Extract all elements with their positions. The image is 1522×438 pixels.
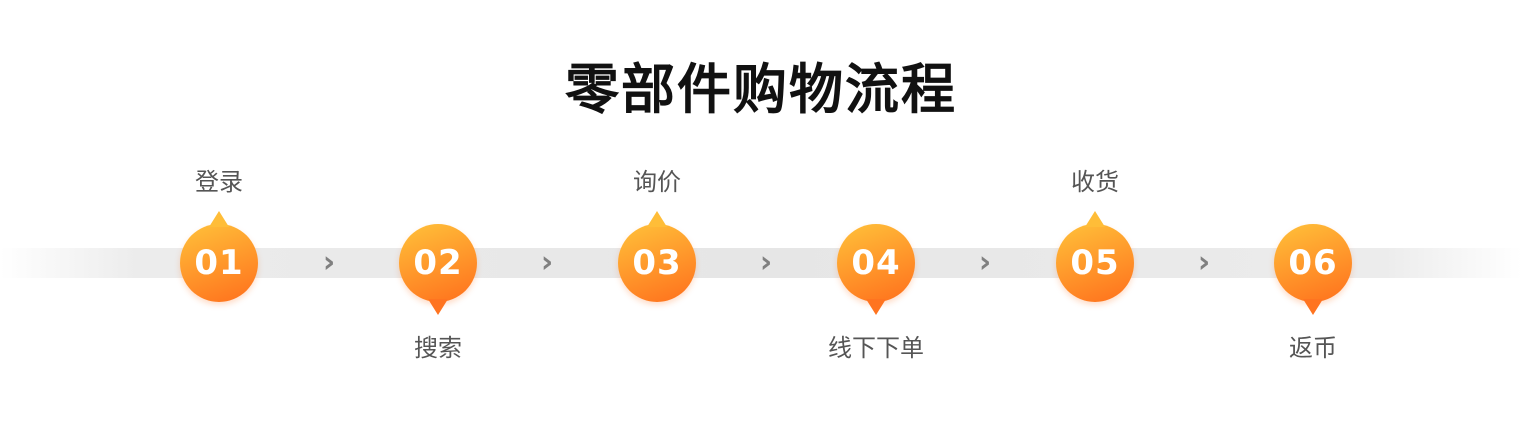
step-1-badge: 01 — [180, 211, 258, 302]
step-1-number: 01 — [194, 243, 244, 283]
step-3-number: 03 — [632, 243, 682, 283]
arrow-5-icon: › — [1197, 245, 1211, 280]
step-4-badge: 04 — [837, 224, 915, 315]
arrow-1-icon: › — [322, 245, 336, 280]
arrow-2-icon: › — [540, 245, 554, 280]
arrow-3-icon: › — [759, 245, 773, 280]
step-1-pointer-icon — [209, 211, 229, 227]
step-6-badge: 06 — [1274, 224, 1352, 315]
step-2-label: 搜索 — [414, 334, 462, 362]
step-3-label: 询价 — [633, 168, 681, 196]
step-3-badge: 03 — [618, 211, 696, 302]
page-title: 零部件购物流程 — [565, 58, 957, 121]
arrow-4-icon: › — [978, 245, 992, 280]
step-4-pointer-icon — [866, 299, 886, 315]
step-5-badge: 05 — [1056, 211, 1134, 302]
step-2-number: 02 — [413, 243, 463, 283]
step-2-badge: 02 — [399, 224, 477, 315]
step-4-number: 04 — [851, 243, 901, 283]
step-5-pointer-icon — [1085, 211, 1105, 227]
step-6-label: 返币 — [1289, 334, 1337, 362]
step-5-number: 05 — [1070, 243, 1120, 283]
step-3-pointer-icon — [647, 211, 667, 227]
step-4-label: 线下下单 — [828, 334, 924, 362]
step-6-pointer-icon — [1303, 299, 1323, 315]
step-5-label: 收货 — [1071, 168, 1119, 196]
step-1-label: 登录 — [195, 168, 243, 196]
step-2-pointer-icon — [428, 299, 448, 315]
step-6-number: 06 — [1288, 243, 1338, 283]
